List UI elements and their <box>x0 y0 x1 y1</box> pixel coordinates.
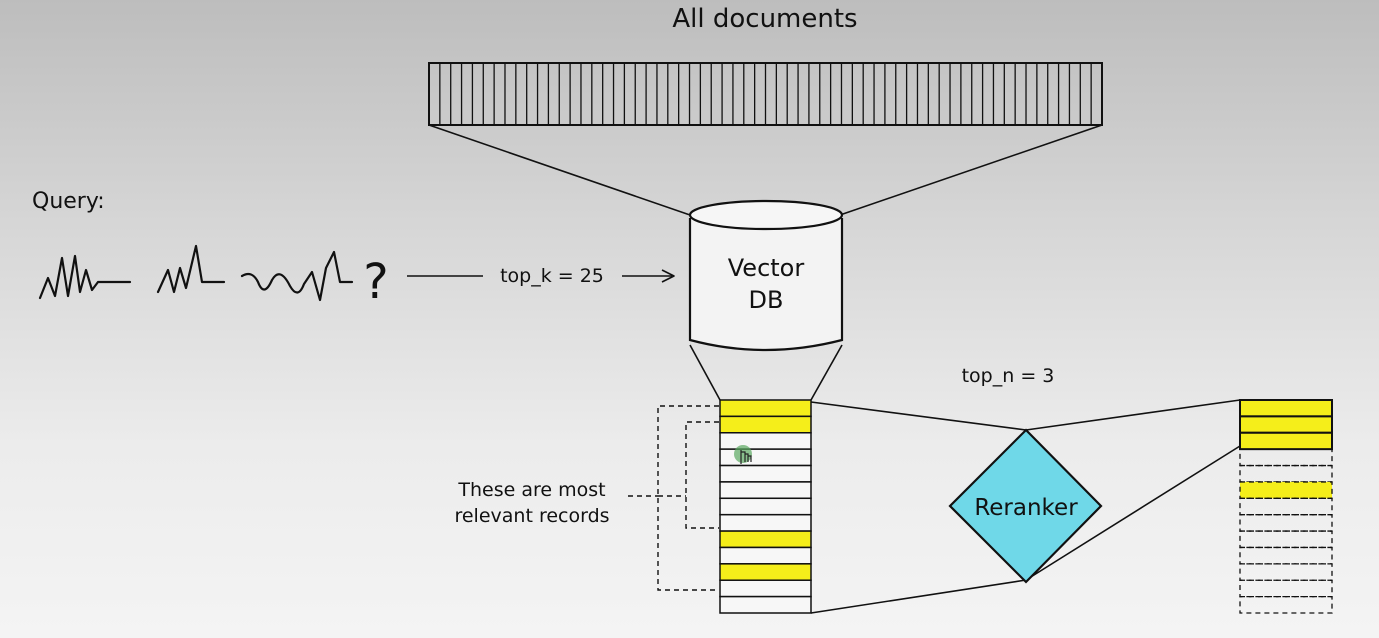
retrieved-record <box>719 579 812 598</box>
mouse-cursor-icon <box>734 445 752 464</box>
retrieved-record <box>719 595 812 614</box>
retrieved-record-highlighted <box>719 563 812 581</box>
annotation-line1: These are most <box>457 479 605 501</box>
vector-db-cylinder: Vector DB <box>688 199 844 352</box>
retrieved-record <box>719 513 812 532</box>
annotation-line2: relevant records <box>454 505 609 527</box>
reranked-record-highlighted <box>1239 481 1333 499</box>
retrieved-record-highlighted <box>719 399 812 418</box>
funnel-to-retrieved <box>689 344 843 401</box>
reranked-record-highlighted <box>1239 415 1333 434</box>
reranked-record <box>1239 464 1333 483</box>
db-top-ellipse <box>688 199 844 231</box>
reranked-record <box>1239 579 1333 598</box>
lines-to-reranker <box>810 399 1241 614</box>
reranked-records-list <box>1239 399 1333 614</box>
annotation-brackets <box>628 405 719 591</box>
reranked-record <box>1239 448 1333 467</box>
retrieved-record <box>719 497 812 516</box>
reranked-record <box>1239 514 1333 532</box>
query-label: Query: <box>32 189 105 214</box>
reranked-record <box>1239 563 1333 581</box>
top-n-label: top_n = 3 <box>962 365 1055 387</box>
document-dividers <box>439 63 1092 125</box>
reranked-record-highlighted <box>1239 431 1333 451</box>
retrieved-record <box>719 546 812 565</box>
db-label-line2: DB <box>749 286 784 314</box>
query-squiggle-icon <box>38 244 354 302</box>
retrieved-record <box>719 432 812 450</box>
retrieved-record <box>719 481 812 500</box>
diagram-title: All documents <box>672 4 857 34</box>
reranked-record <box>1239 595 1333 614</box>
retrieved-record-highlighted <box>719 415 812 434</box>
all-documents-strip <box>428 62 1103 126</box>
retrieved-record-highlighted <box>719 530 812 549</box>
query-question-mark: ? <box>363 254 388 310</box>
reranked-record <box>1239 497 1333 516</box>
top-k-label: top_k = 25 <box>500 265 604 287</box>
reranked-record-highlighted <box>1239 399 1333 418</box>
funnel-to-db <box>428 124 1103 216</box>
reranker-label: Reranker <box>974 495 1078 521</box>
retrieved-record <box>719 448 812 467</box>
db-label-line1: Vector <box>728 254 805 282</box>
top-k-arrow <box>407 269 675 283</box>
retrieved-records-list <box>719 399 812 614</box>
reranked-record <box>1239 530 1333 549</box>
retrieved-record <box>719 464 812 483</box>
reranked-record <box>1239 546 1333 565</box>
reranker-diamond: Reranker <box>948 428 1103 584</box>
